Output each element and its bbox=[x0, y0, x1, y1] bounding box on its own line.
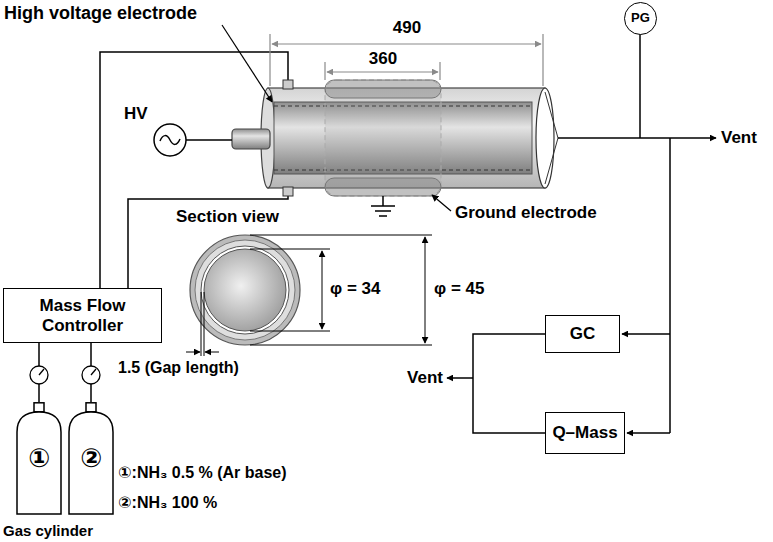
gas-cylinder: ① bbox=[15, 402, 63, 516]
dimension-line bbox=[324, 62, 325, 80]
ground-electrode bbox=[325, 80, 441, 196]
reactor-tube bbox=[536, 88, 554, 188]
ground-electrode bbox=[325, 80, 441, 196]
cylinder-body bbox=[69, 412, 113, 514]
ac-source-symbol bbox=[186, 139, 232, 141]
source-label: HV bbox=[124, 104, 148, 124]
view-label: Section view bbox=[176, 207, 279, 227]
dimension-line bbox=[205, 352, 219, 353]
ground-symbol bbox=[382, 196, 384, 206]
pressure-gauge bbox=[82, 366, 100, 384]
pressure-gauge bbox=[30, 366, 48, 384]
gas-cylinder: ② bbox=[67, 402, 115, 516]
gas-inlet bbox=[283, 80, 293, 89]
cylinder-body bbox=[17, 412, 61, 514]
ac-source-symbol bbox=[160, 136, 180, 145]
exhaust-pipe bbox=[669, 138, 671, 433]
dimension-line bbox=[327, 71, 438, 72]
exhaust-pipe bbox=[639, 33, 641, 138]
electrode-terminal bbox=[232, 129, 270, 149]
dimension-line bbox=[250, 331, 330, 332]
reactor-tube bbox=[545, 92, 558, 138]
ground-electrode bbox=[325, 178, 441, 196]
part-label: Gas cylinder bbox=[3, 522, 93, 539]
pressure-gauge bbox=[91, 369, 96, 375]
dimension-label: 1.5 (Gap length) bbox=[118, 359, 239, 377]
dimension-line bbox=[322, 251, 323, 329]
ground-symbol bbox=[371, 196, 395, 216]
section-view bbox=[190, 235, 300, 345]
node-text: ② bbox=[80, 444, 102, 474]
dimension-line bbox=[250, 345, 432, 346]
analyzer-box: Q–Mass bbox=[545, 412, 625, 454]
dimension-line bbox=[186, 352, 200, 353]
dimension-line bbox=[272, 43, 541, 44]
exhaust-pipe bbox=[447, 33, 716, 433]
ground-symbol bbox=[375, 210, 391, 212]
node-text: ① bbox=[28, 444, 50, 474]
section-view bbox=[204, 249, 286, 331]
gas-note: ①:NH₃ 0.5 % (Ar base) bbox=[118, 464, 287, 482]
dimension-line bbox=[201, 292, 202, 356]
section-view bbox=[190, 235, 300, 345]
dimension-line bbox=[250, 249, 330, 250]
ac-source-symbol bbox=[154, 124, 186, 156]
ac-source-symbol bbox=[154, 124, 232, 156]
dimension-line bbox=[270, 34, 543, 86]
section-view bbox=[195, 240, 295, 340]
exhaust-pipe bbox=[558, 137, 716, 139]
leader-line bbox=[222, 25, 451, 211]
gas-inlet bbox=[283, 80, 293, 196]
analyzer-box: GC bbox=[545, 315, 620, 353]
dimension-line bbox=[250, 235, 432, 236]
dimension-label: φ = 45 bbox=[434, 279, 484, 299]
ground-electrode bbox=[325, 80, 441, 98]
node-text: Q–Mass bbox=[552, 423, 617, 443]
cylinder-valve bbox=[86, 403, 96, 412]
part-label: Ground electrode bbox=[455, 203, 597, 223]
dimension-line bbox=[186, 235, 432, 356]
leader-line bbox=[222, 25, 272, 102]
ground-symbol bbox=[371, 205, 395, 207]
dimension-label: 490 bbox=[393, 18, 421, 38]
dimension-label: φ = 34 bbox=[330, 279, 380, 299]
ground-symbol bbox=[379, 215, 387, 217]
dimension-label: 360 bbox=[369, 49, 397, 69]
dimension-line bbox=[269, 34, 270, 86]
node-text: Mass Flow Controller bbox=[4, 296, 161, 335]
dimension-line bbox=[542, 34, 543, 86]
dimension-line bbox=[204, 292, 205, 356]
exhaust-pipe bbox=[473, 334, 545, 433]
exhaust-pipe bbox=[447, 377, 473, 379]
cylinder-valve bbox=[34, 403, 44, 412]
node-text: GC bbox=[570, 324, 596, 344]
exhaust-pipe bbox=[622, 333, 670, 335]
gauge-circle: PG bbox=[624, 2, 657, 35]
outlet-label: Vent bbox=[721, 128, 757, 148]
node-text: PG bbox=[631, 11, 650, 26]
section-view bbox=[201, 246, 289, 334]
reactor-tube bbox=[545, 138, 558, 184]
exhaust-pipe bbox=[627, 432, 670, 434]
dimension-line bbox=[439, 62, 440, 80]
pressure-gauge bbox=[39, 369, 44, 375]
electrode-terminal bbox=[232, 129, 270, 149]
outlet-label: Vent bbox=[407, 368, 443, 388]
pressure-gauge bbox=[30, 366, 100, 384]
part-label: High voltage electrode bbox=[4, 3, 197, 24]
gas-inlet bbox=[283, 187, 293, 196]
gas-note: ②:NH₃ 100 % bbox=[118, 494, 217, 512]
dimension-line bbox=[425, 237, 426, 343]
leader-line bbox=[432, 195, 451, 211]
controller-box: Mass Flow Controller bbox=[3, 288, 162, 343]
